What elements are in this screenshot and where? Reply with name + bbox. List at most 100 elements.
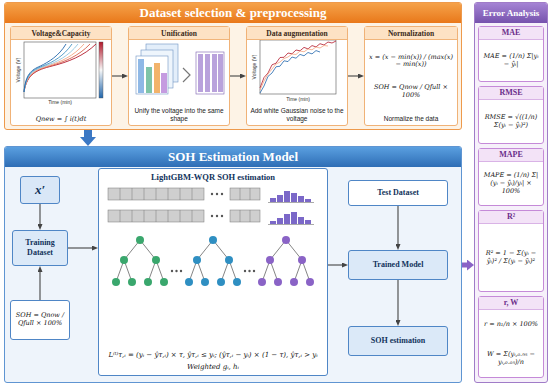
decision-tree xyxy=(171,270,255,272)
data-split-figure xyxy=(221,193,223,195)
connector-arrow xyxy=(328,264,342,265)
model-title: LightGBM-WQR SOH estimation xyxy=(99,169,327,185)
decision-tree xyxy=(120,256,128,264)
formula: MAPE = (1/n) Σ|(yᵢ − ŷᵢ)/yᵢ| × 100% xyxy=(479,169,543,197)
decision-tree xyxy=(209,236,217,244)
decision-tree xyxy=(225,256,233,264)
data-split-figure xyxy=(216,215,218,217)
decision-tree xyxy=(144,278,152,286)
data-split-figure xyxy=(108,188,260,222)
input-symbol: x′ xyxy=(35,182,45,198)
shape-unify-figure xyxy=(146,67,152,93)
capacity-chart xyxy=(24,42,96,98)
decision-tree xyxy=(116,240,164,282)
connector-arrow xyxy=(397,206,398,244)
histogram xyxy=(268,191,314,225)
formula: W = Σ(yᵢ,₀.₉₅ − yᵢ,₀.₀₅)/n xyxy=(479,348,543,368)
panel: SOH Estimation Model x′ Training DatasetSO… xyxy=(4,146,462,383)
process-box: Test Dataset xyxy=(348,180,448,206)
decision-tree xyxy=(112,278,120,286)
histogram xyxy=(305,220,311,224)
data-split-figure xyxy=(108,188,260,222)
shape-unify-figure xyxy=(136,56,168,94)
connector-arrow xyxy=(112,75,122,76)
data-split-figure xyxy=(211,193,213,195)
data-split-figure xyxy=(211,193,223,217)
axis-label: Time (min) xyxy=(48,100,72,105)
histogram xyxy=(270,198,276,202)
decision-tree xyxy=(185,278,193,286)
noise-chart xyxy=(260,46,328,91)
formula-note: Weighted gᵢ, hᵢ xyxy=(99,362,327,375)
histogram xyxy=(298,217,304,224)
process-box: Training Dataset xyxy=(12,230,68,266)
capacity-chart xyxy=(24,44,72,92)
shape-unify-figure xyxy=(212,54,217,92)
decision-tree xyxy=(112,236,168,286)
histogram xyxy=(305,199,311,202)
decision-tree xyxy=(244,270,246,272)
decision-tree xyxy=(262,240,310,282)
metric-box: MAPEMAPE = (1/n) Σ|(yᵢ − ŷᵢ)/yᵢ| × 100% xyxy=(478,148,544,206)
decision-tree xyxy=(298,256,306,264)
metric-name: R² xyxy=(479,211,543,224)
shape-unify-figure xyxy=(198,54,203,92)
formula: RMSE = √((1/n) Σ(yᵢ − ŷᵢ)²) xyxy=(479,111,543,131)
data-split-figure xyxy=(221,215,223,217)
data-split-figure xyxy=(211,215,213,217)
capacity-chart xyxy=(24,44,96,92)
panel: Error AnalysisMAEMAE = (1/n) Σ|yᵢ − ŷᵢ|R… xyxy=(474,2,548,383)
noise-chart xyxy=(260,41,336,88)
noise-chart xyxy=(260,51,320,93)
histogram xyxy=(270,221,276,224)
panel-title: Error Analysis xyxy=(475,3,547,23)
decision-tree xyxy=(175,270,177,272)
histogram xyxy=(277,218,283,224)
histogram xyxy=(298,196,304,202)
step-title: Normalization xyxy=(365,27,457,40)
capacity-chart xyxy=(24,44,78,92)
decision-tree xyxy=(282,236,290,244)
process-label: SOH estimation xyxy=(369,334,427,348)
capacity-chart xyxy=(24,44,90,92)
connector-arrow xyxy=(348,75,358,76)
formula: SOH = Qnow / Qfull × 100% xyxy=(365,83,457,101)
histogram xyxy=(284,214,290,224)
step-title: Data augmentation xyxy=(247,27,347,40)
noise-chart xyxy=(260,40,336,94)
shape-unify-figure xyxy=(183,68,190,82)
histogram xyxy=(277,195,283,202)
noise-chart xyxy=(260,40,336,94)
decision-tree xyxy=(185,236,241,286)
decision-tree xyxy=(152,256,160,264)
data-split-figure xyxy=(120,188,250,222)
capacity-chart xyxy=(24,44,66,92)
metric-name: RMSE xyxy=(479,87,543,100)
formula: L⁽ᵗ⁾τ,ᵢ = (yᵢ − ŷτ,ᵢ) × τ, ŷτ,ᵢ ≤ yᵢ; (ŷ… xyxy=(99,349,327,362)
histogram xyxy=(291,193,297,202)
decision-tree xyxy=(160,278,168,286)
decision-tree xyxy=(112,236,314,286)
decision-tree xyxy=(171,270,173,272)
step-note: Unify the voltage into the same shape xyxy=(129,105,229,125)
metric-box: r, Wr = n₁/n × 100%W = Σ(yᵢ,₀.₉₅ − yᵢ,₀.… xyxy=(478,296,544,378)
decision-tree xyxy=(306,278,314,286)
capacity-chart xyxy=(24,42,103,98)
decision-tree xyxy=(128,278,136,286)
formula: x = (x − min(x)) / (max(x) − min(x)) xyxy=(365,53,457,71)
connector-arrow xyxy=(39,272,40,300)
decision-tree xyxy=(266,256,274,264)
step-title: Voltage&Capacity xyxy=(11,27,111,40)
process-label: Test Dataset xyxy=(375,186,421,200)
step-note: Normalize the data xyxy=(365,113,457,125)
capacity-chart xyxy=(99,42,103,98)
panel-title: SOH Estimation Model xyxy=(5,147,461,167)
decision-tree xyxy=(189,240,237,282)
histogram xyxy=(291,212,297,224)
shape-unify-figure xyxy=(136,44,224,94)
flow-arrow xyxy=(84,130,92,137)
decision-tree xyxy=(201,278,209,286)
data-split-figure xyxy=(230,188,260,200)
panel-title: Dataset selection & preprocessing xyxy=(5,3,461,23)
